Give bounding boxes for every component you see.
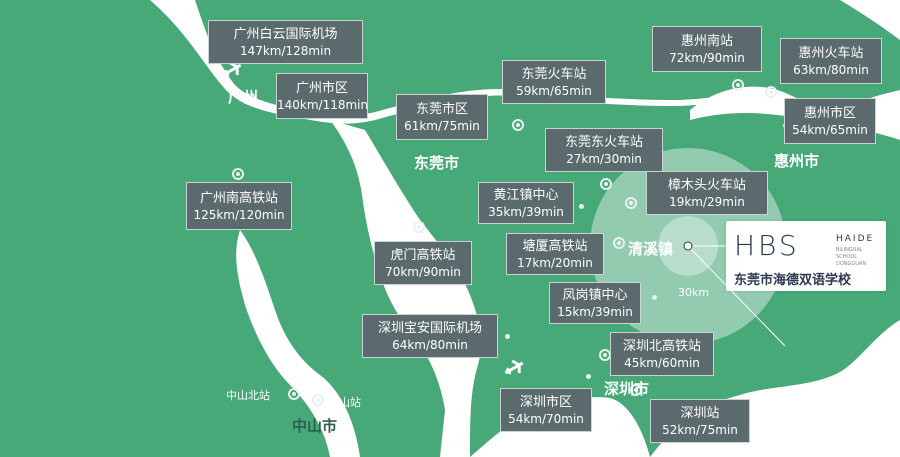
destination-distance: 35km/39min — [488, 204, 564, 219]
destination-box: 深圳宝安国际机场 64km/80min — [362, 314, 498, 358]
pin-dongguan-train-icon — [512, 119, 524, 131]
destination-distance: 63km/80min — [793, 62, 869, 77]
school-logo-word: HAIDE — [836, 234, 875, 244]
destination-box: 东莞东火车站 27km/30min — [545, 128, 663, 172]
destination-name: 塘厦高铁站 — [522, 238, 588, 254]
pin-zhangmutou-icon — [625, 197, 637, 209]
destination-box: 广州白云国际机场 147km/128min — [208, 20, 363, 64]
city-label-shenzhen: 深圳市 — [604, 380, 650, 398]
destination-distance: 45km/60min — [624, 355, 700, 370]
destination-box: 惠州市区 54km/65min — [784, 98, 876, 144]
destination-name: 深圳北高铁站 — [622, 338, 701, 354]
dot-baoan-icon — [505, 334, 510, 339]
destination-box: 黄江镇中心 35km/39min — [478, 182, 574, 224]
school-marker — [683, 241, 693, 251]
destination-box: 东莞市区 61km/75min — [396, 94, 488, 140]
destination-box: 虎门高铁站 70km/90min — [374, 241, 472, 285]
station-label-zhongshan-north: 中山北站 — [226, 389, 270, 402]
destination-distance: 72km/90min — [669, 50, 745, 65]
city-label-guangzhou: 广州 — [228, 88, 259, 106]
destination-distance: 147km/128min — [239, 43, 332, 58]
destination-box: 惠州南站 72km/90min — [652, 26, 762, 72]
destination-distance: 52km/75min — [662, 422, 738, 437]
pin-huizhou-south-icon — [732, 79, 744, 91]
dot-fenggang-icon — [652, 295, 657, 300]
destination-name: 惠州南站 — [680, 33, 733, 49]
destination-name: 虎门高铁站 — [390, 247, 456, 263]
pin-zhongshan-icon — [312, 394, 324, 406]
pin-dongguan-east-icon — [600, 178, 612, 190]
destination-name: 深圳站 — [680, 405, 720, 421]
destination-name: 樟木头火车站 — [667, 177, 746, 193]
city-label-qingxi: 清溪镇 — [628, 240, 674, 258]
radius-label: 30km — [678, 286, 710, 299]
pin-shenzhen-icon — [630, 384, 642, 396]
destination-name: 凤岗镇中心 — [562, 287, 628, 303]
destination-box: 深圳北高铁站 45km/60min — [610, 332, 714, 376]
radius-line — [687, 245, 786, 347]
school-name: 东莞市海德双语学校 — [734, 273, 852, 288]
destination-box: 广州南高铁站 125km/120min — [186, 182, 292, 230]
school-logo: HBS — [734, 229, 800, 262]
city-label-huizhou: 惠州市 — [774, 152, 820, 170]
school-logo-small: BILINGUAL SCHOOL DONGGUAN — [836, 247, 867, 267]
station-label-zhongshan: 中山站 — [328, 396, 361, 409]
pin-huizhou-train-icon — [765, 86, 777, 98]
destination-distance: 27km/30min — [566, 151, 642, 166]
destination-distance: 54km/70min — [508, 411, 584, 426]
destination-distance: 54km/65min — [792, 122, 868, 137]
dot-shenzhen-city-icon — [586, 374, 591, 379]
destination-name: 深圳市区 — [519, 394, 572, 410]
destination-name: 广州南高铁站 — [199, 190, 278, 206]
pin-zhongshan-north-icon — [288, 388, 300, 400]
destination-box: 广州市区 140km/118min — [276, 73, 368, 119]
destination-name: 广州白云国际机场 — [233, 26, 338, 42]
destination-distance: 64km/80min — [392, 337, 468, 352]
destination-name: 东莞火车站 — [521, 66, 587, 82]
destination-box: 凤岗镇中心 15km/39min — [549, 282, 641, 324]
pin-humen-icon — [413, 221, 425, 233]
destination-box: 深圳市区 54km/70min — [500, 388, 592, 432]
destination-distance: 59km/65min — [516, 83, 592, 98]
destination-distance: 15km/39min — [557, 304, 633, 319]
destination-box: 惠州火车站 63km/80min — [780, 38, 882, 84]
city-label-zhongshan: 中山市 — [292, 417, 338, 435]
destination-name: 惠州火车站 — [798, 45, 864, 61]
destination-distance: 125km/120min — [193, 207, 285, 222]
west-coast — [236, 230, 360, 457]
airplane-icon-guangzhou — [222, 61, 242, 77]
city-label-dongguan: 东莞市 — [414, 154, 460, 172]
destination-distance: 17km/20min — [517, 255, 593, 270]
destination-name: 黄江镇中心 — [493, 187, 559, 203]
destination-distance: 19km/29min — [669, 194, 745, 209]
destination-name: 惠州市区 — [803, 105, 856, 121]
destination-box: 深圳站 52km/75min — [650, 399, 750, 443]
destination-box: 塘厦高铁站 17km/20min — [506, 233, 604, 275]
destination-box: 东莞火车站 59km/65min — [502, 60, 606, 104]
dot-huangjiang-icon — [579, 204, 584, 209]
destination-box: 樟木头火车站 19km/29min — [646, 171, 768, 215]
destination-name: 东莞市区 — [415, 101, 468, 117]
pearl-river — [330, 120, 481, 457]
destination-distance: 70km/90min — [385, 264, 461, 279]
airplane-icon-shenzhen — [504, 359, 524, 375]
destination-name: 深圳宝安国际机场 — [377, 320, 482, 336]
destination-name: 东莞东火车站 — [564, 134, 643, 150]
school-card: HBS HAIDE BILINGUAL SCHOOL DONGGUAN 东莞市海… — [726, 221, 886, 291]
destination-distance: 61km/75min — [404, 118, 480, 133]
pin-tangxia-icon — [613, 237, 625, 249]
northeast-corner — [840, 0, 900, 40]
destination-name: 广州市区 — [295, 80, 348, 96]
destination-distance: 140km/118min — [277, 97, 369, 112]
pin-guangzhou-south-icon — [232, 168, 244, 180]
